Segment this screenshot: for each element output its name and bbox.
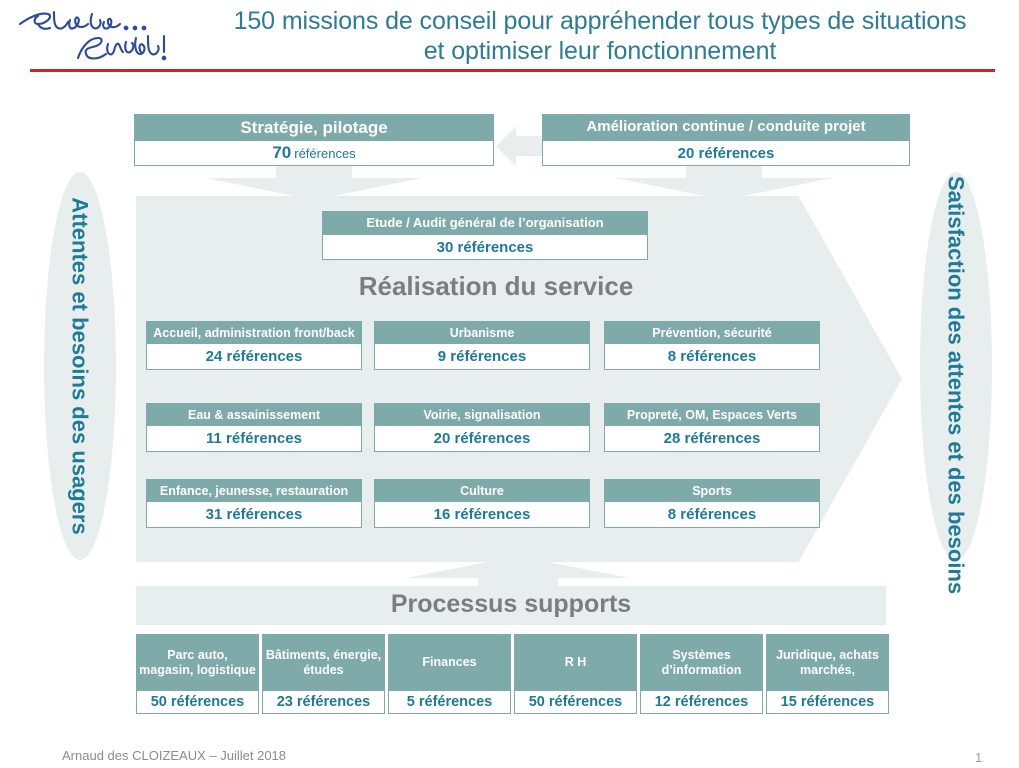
right-ellipse-satisfaction: Satisfaction des attentes et des besoins	[920, 172, 992, 595]
footer-author: Arnaud des CLOIZEAUX – Juillet 2018	[62, 748, 287, 763]
box-finances[interactable]: Finances 5 références	[388, 634, 511, 714]
box-sports[interactable]: Sports 8 références	[604, 479, 820, 528]
page-title-line1: 150 missions de conseil pour appréhender…	[233, 7, 967, 35]
box-accueil-administration[interactable]: Accueil, administration front/back 24 ré…	[146, 321, 362, 370]
box-strategie-unit: références	[294, 145, 356, 161]
box-voirie-count: 20 références	[374, 426, 590, 452]
box-etude-count: 30 références	[322, 235, 648, 260]
box-etude-title: Etude / Audit général de l’organisation	[322, 211, 648, 235]
box-enfance-title: Enfance, jeunesse, restauration	[146, 479, 362, 502]
box-culture[interactable]: Culture 16 références	[374, 479, 590, 528]
arrow-down-strategie-to-realisation	[206, 164, 422, 200]
box-prevention-title: Prévention, sécurité	[604, 321, 820, 344]
left-ellipse-label: Attentes et besoins des usagers	[67, 197, 93, 535]
box-juridique-count: 15 références	[766, 691, 889, 714]
title-divider	[30, 69, 995, 72]
supports-band	[136, 586, 886, 625]
box-proprete-om-espaces-verts[interactable]: Propreté, OM, Espaces Verts 28 référence…	[604, 403, 820, 452]
box-batiments-energie[interactable]: Bâtiments, énergie, études 23 références	[262, 634, 385, 714]
box-systemes-information[interactable]: Systèmes d’information 12 références	[640, 634, 763, 714]
realisation-title: Réalisation du service	[358, 271, 634, 301]
box-voirie-title: Voirie, signalisation	[374, 403, 590, 426]
box-amelioration-count: 20 références	[542, 141, 910, 166]
box-parc-auto-title: Parc auto, magasin, logistique	[136, 634, 259, 691]
box-accueil-title: Accueil, administration front/back	[146, 321, 362, 344]
box-batiments-count: 23 références	[262, 691, 385, 714]
box-systemes-count: 12 références	[640, 691, 763, 714]
box-culture-title: Culture	[374, 479, 590, 502]
box-eau-assainissement[interactable]: Eau & assainissement 11 références	[146, 403, 362, 452]
box-parc-auto[interactable]: Parc auto, magasin, logistique 50 référe…	[136, 634, 259, 714]
box-eau-count: 11 références	[146, 426, 362, 452]
slide-header: 150 missions de conseil pour appréhender…	[0, 0, 1019, 78]
box-enfance-jeunesse-restauration[interactable]: Enfance, jeunesse, restauration 31 référ…	[146, 479, 362, 528]
box-proprete-title: Propreté, OM, Espaces Verts	[604, 403, 820, 426]
box-rh-count: 50 références	[514, 691, 637, 714]
box-urbanisme[interactable]: Urbanisme 9 références	[374, 321, 590, 370]
box-prevention-count: 8 références	[604, 344, 820, 370]
handwritten-logo-icon	[14, 2, 214, 64]
page-title: 150 missions de conseil pour appréhender…	[200, 6, 1000, 66]
box-rh-title: R H	[514, 634, 637, 691]
box-batiments-title: Bâtiments, énergie, études	[262, 634, 385, 691]
box-strategie-number: 70	[272, 143, 292, 162]
box-etude-audit-general[interactable]: Etude / Audit général de l’organisation …	[322, 211, 648, 260]
box-sports-count: 8 références	[604, 502, 820, 528]
box-amelioration-continue[interactable]: Amélioration continue / conduite projet …	[542, 114, 910, 166]
box-enfance-count: 31 références	[146, 502, 362, 528]
box-voirie-signalisation[interactable]: Voirie, signalisation 20 références	[374, 403, 590, 452]
box-urbanisme-count: 9 références	[374, 344, 590, 370]
box-strategie-title: Stratégie, pilotage	[134, 114, 494, 141]
box-culture-count: 16 références	[374, 502, 590, 528]
box-proprete-count: 28 références	[604, 426, 820, 452]
left-ellipse-expectations: Attentes et besoins des usagers	[44, 172, 116, 560]
supports-title: Processus supports	[390, 590, 632, 618]
box-accueil-count: 24 références	[146, 344, 362, 370]
box-rh[interactable]: R H 50 références	[514, 634, 637, 714]
box-prevention-securite[interactable]: Prévention, sécurité 8 références	[604, 321, 820, 370]
arrow-down-amelioration-to-realisation	[616, 164, 832, 200]
box-parc-auto-count: 50 références	[136, 691, 259, 714]
box-juridique-achats[interactable]: Juridique, achats marchés, 15 références	[766, 634, 889, 714]
page-title-line2: et optimiser leur fonctionnement	[423, 37, 777, 65]
box-amelioration-title: Amélioration continue / conduite projet	[542, 114, 910, 141]
box-sports-title: Sports	[604, 479, 820, 502]
box-eau-title: Eau & assainissement	[146, 403, 362, 426]
box-juridique-title: Juridique, achats marchés,	[766, 634, 889, 691]
right-ellipse-label: Satisfaction des attentes et des besoins	[943, 176, 969, 595]
box-systemes-title: Systèmes d’information	[640, 634, 763, 691]
box-finances-title: Finances	[388, 634, 511, 691]
box-urbanisme-title: Urbanisme	[374, 321, 590, 344]
arrow-up-supports-to-realisation	[406, 556, 630, 590]
box-finances-count: 5 références	[388, 691, 511, 714]
footer-page-number: 1	[975, 750, 983, 765]
arrow-left-amelioration-to-strategie	[496, 116, 542, 176]
